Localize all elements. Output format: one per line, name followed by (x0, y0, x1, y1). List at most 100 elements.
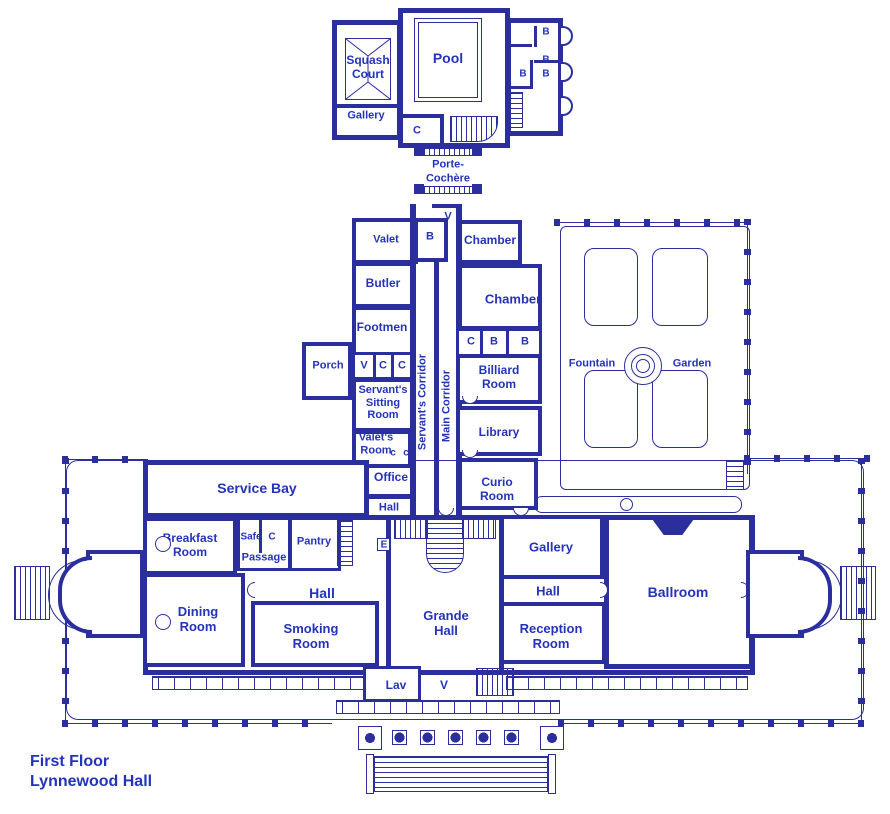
plan-title-line1: First Floor (30, 753, 110, 770)
plan-title-line2: Lynnewood Hall (30, 773, 153, 790)
wall (510, 44, 532, 47)
chamber-lower-label: Chamber (484, 291, 542, 307)
smoking-label: Smoking Room (283, 621, 339, 651)
porte-cochere-rail (418, 186, 480, 194)
balustrade (744, 455, 870, 462)
reflecting-bed-circle (620, 498, 633, 511)
east-porch-steps (840, 566, 876, 620)
balustrade (62, 720, 332, 727)
wall (534, 26, 537, 47)
servants-sitting-label: Servant's Sitting Room (358, 384, 408, 422)
plan-title: First Floor Lynnewood Hall (30, 752, 152, 792)
porte-cochere-pillar (414, 184, 424, 194)
wall (373, 352, 376, 380)
closet-label: C (467, 335, 475, 348)
door-swing (462, 450, 478, 458)
portico-column (504, 730, 519, 745)
closet-label: C (268, 531, 276, 543)
gallery-label: Gallery (528, 539, 574, 555)
pool-gallery-label: Gallery (347, 109, 385, 122)
garden-colonnade (744, 219, 751, 474)
garden-bed (652, 370, 708, 448)
squash-court-label: Squash Court (346, 53, 390, 81)
safe-passage-block (237, 517, 291, 571)
pool-label: Pool (432, 49, 464, 66)
wall (402, 114, 444, 118)
grand-staircase-center (426, 517, 464, 573)
wall (510, 86, 532, 89)
terrace-planter (155, 536, 171, 552)
curio-room (458, 458, 538, 510)
portico-step-rail (548, 754, 556, 794)
pantry-staircase (337, 520, 353, 566)
wall (534, 60, 560, 63)
west-porch-steps (14, 566, 50, 620)
west-porch-step-arc (48, 560, 86, 630)
east-hall-label: Hall (536, 583, 560, 599)
bath-label: B (542, 54, 550, 66)
library-room (456, 406, 542, 456)
breakfast-label: Breakfast Room (162, 531, 218, 559)
elevator-label: E (380, 539, 388, 551)
balustrade (62, 456, 148, 463)
porte-cochere-pillar (472, 146, 482, 156)
reflecting-bed (534, 496, 742, 513)
chamber-upper-label: Chamber (463, 233, 517, 248)
pool-closet-label: C (413, 124, 421, 137)
garden-bed (584, 248, 638, 326)
wall (506, 328, 509, 358)
fountain-label: Fountain (568, 357, 616, 370)
billiard-label: Billiard Room (478, 363, 520, 391)
terrace-ornament (152, 676, 366, 690)
servants-corridor-label: Servant's Corridor (416, 353, 429, 451)
north-hall-label: Hall (378, 501, 400, 514)
lav-label: Lav (385, 678, 407, 693)
west-hall-label: Hall (309, 584, 335, 601)
grand-staircase-flight (394, 517, 428, 539)
grand-staircase-flight (462, 517, 496, 539)
butler-label: Butler (365, 276, 401, 291)
wall (530, 60, 533, 89)
fountain-center (636, 359, 650, 373)
pool-staircase (450, 116, 498, 142)
safe-label: Safe (240, 531, 262, 543)
terrace-planter (155, 614, 171, 630)
portico-step-rail (366, 754, 374, 794)
closet-label: C (379, 359, 387, 372)
bath-label: B (542, 26, 550, 38)
main-corridor-label: Main Corridor (440, 369, 453, 443)
dining-label: Dining Room (177, 604, 219, 634)
bath-label: B (426, 230, 434, 243)
vestibule-label: V (444, 210, 452, 223)
porte-cochere-pillar (414, 146, 424, 156)
footmen-label: Footmen (356, 320, 408, 335)
bath-label: B (519, 68, 527, 80)
ballroom-label: Ballroom (647, 583, 709, 600)
smoking-room (251, 601, 379, 667)
bath-staircase (509, 92, 523, 128)
library-label: Library (478, 425, 520, 440)
bow-window (561, 96, 573, 116)
valets-room-label: Valet's Room (358, 431, 394, 456)
bow-window (561, 62, 573, 82)
wall (259, 517, 262, 553)
bath-closet (414, 218, 448, 262)
wall (440, 114, 444, 144)
portico-column (420, 730, 435, 745)
balustrade (558, 720, 864, 727)
closet-row (352, 352, 414, 380)
valet-label: Valet (373, 233, 399, 246)
pool-edge-inner (418, 22, 478, 98)
west-porch-platform (86, 550, 144, 638)
porte-cochere-label: Cochère (425, 172, 471, 185)
bath-label: B (521, 335, 529, 348)
bath-label: B (490, 335, 498, 348)
service-bay-label: Service Bay (217, 479, 297, 496)
garden-bed (584, 370, 638, 448)
squash-court-floor (345, 38, 391, 100)
portico-column (476, 730, 491, 745)
garden-label: Garden (672, 357, 712, 370)
portico-column (392, 730, 407, 745)
porte-cochere-pillar (472, 184, 482, 194)
